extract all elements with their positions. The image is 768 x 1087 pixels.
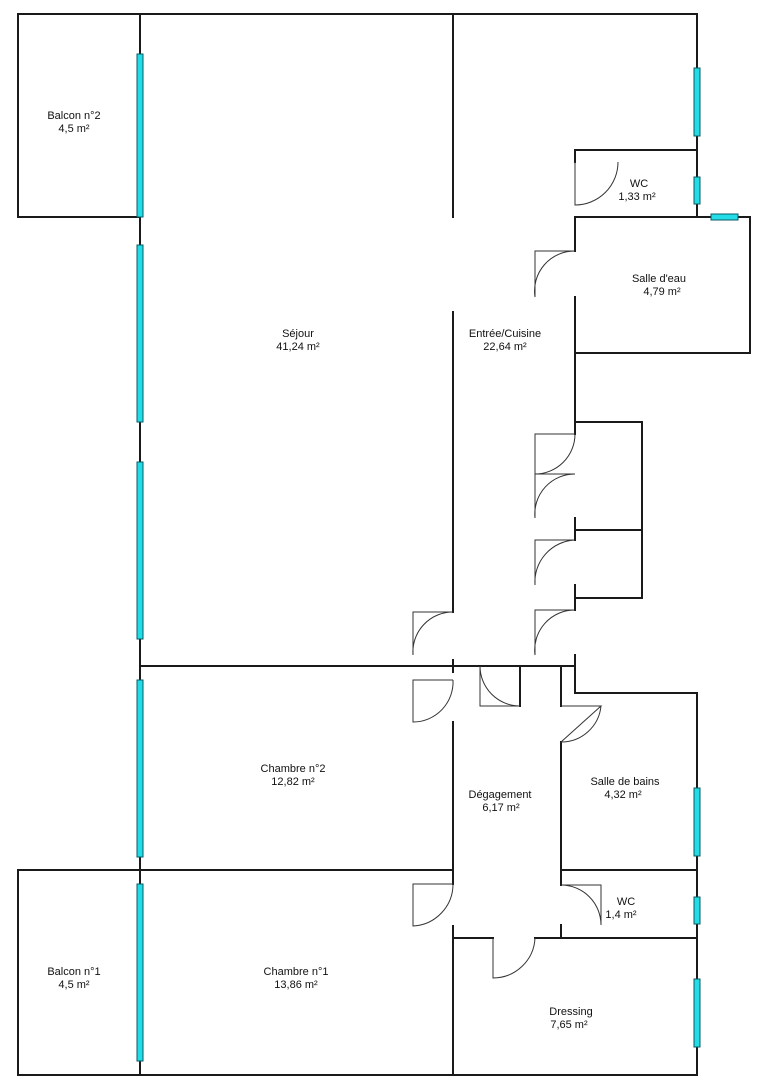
door-wc1 (574, 161, 619, 206)
room-area-degagement: 6,17 m² (482, 802, 520, 814)
windows (136, 53, 739, 1062)
room-name-degagement: Dégagement (469, 789, 532, 801)
room-area-chambre-1: 13,86 m² (274, 979, 318, 991)
room-area-balcon-2: 4,5 m² (58, 123, 90, 135)
room-name-wc-2: WC (617, 896, 635, 908)
room-name-salle-deau: Salle d'eau (632, 273, 686, 285)
window-salle-de-bains (693, 787, 701, 857)
door-closet-2 (534, 473, 576, 519)
door-chambre1 (412, 883, 454, 927)
door-sejour (412, 611, 454, 656)
door-salle-de-bains (559, 705, 603, 743)
door-wc2 (560, 884, 602, 926)
room-area-dressing: 7,65 m² (550, 1019, 588, 1031)
room-name-wc-1: WC (630, 178, 648, 190)
room-name-chambre-2: Chambre n°2 (261, 763, 326, 775)
room-area-balcon-1: 4,5 m² (58, 979, 90, 991)
doors (412, 161, 619, 979)
room-name-balcon-1: Balcon n°1 (47, 966, 100, 978)
room-name-chambre-1: Chambre n°1 (264, 966, 329, 978)
room-area-sejour: 41,24 m² (276, 341, 320, 353)
window-wc1 (693, 176, 701, 205)
room-area-entree-cuisine: 22,64 m² (483, 341, 527, 353)
room-name-salle-de-bains: Salle de bains (590, 776, 660, 788)
room-area-chambre-2: 12,82 m² (271, 776, 315, 788)
room-name-sejour: Séjour (282, 328, 314, 340)
door-dressing (492, 937, 536, 979)
window-sejour-2 (136, 461, 144, 640)
door-closet-3 (534, 539, 576, 586)
room-name-balcon-2: Balcon n°2 (47, 110, 100, 122)
room-labels: Balcon n°2 4,5 m² Séjour 41,24 m² Entrée… (47, 110, 686, 1031)
window-chambre1 (136, 883, 144, 1062)
room-area-salle-de-bains: 4,32 m² (604, 789, 642, 801)
window-sejour-1 (136, 244, 144, 423)
window-wc2 (693, 896, 701, 925)
room-area-salle-deau: 4,79 m² (643, 286, 681, 298)
door-salledeau (534, 250, 576, 298)
window-dressing (693, 978, 701, 1048)
room-area-wc-2: 1,4 m² (605, 909, 637, 921)
room-name-entree-cuisine: Entrée/Cuisine (469, 328, 541, 340)
room-area-wc-1: 1,33 m² (618, 191, 656, 203)
room-name-dressing: Dressing (549, 1006, 592, 1018)
door-closet-4 (534, 609, 576, 656)
window-chambre2 (136, 679, 144, 858)
window-kitchen (693, 67, 701, 137)
window-balcon2 (136, 53, 144, 218)
walls (17, 13, 751, 1076)
window-salledeau (710, 213, 739, 221)
door-degagement (479, 665, 521, 707)
door-chambre2 (412, 679, 454, 723)
